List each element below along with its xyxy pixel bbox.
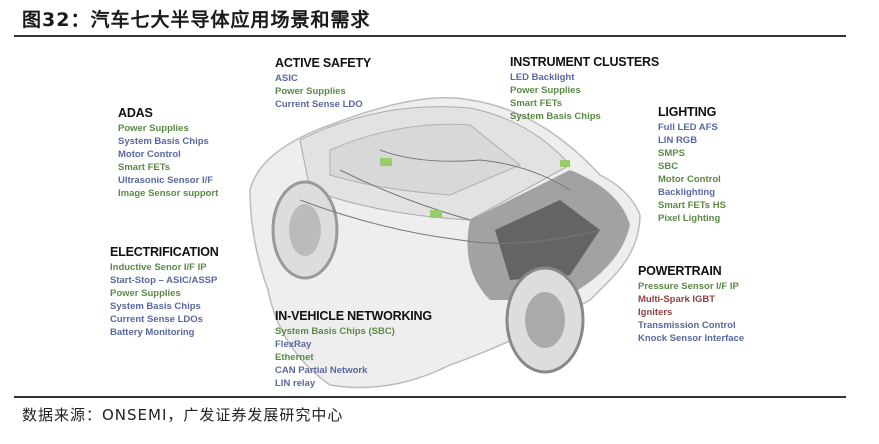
- figure-title: 图32：汽车七大半导体应用场景和需求: [22, 9, 371, 31]
- group-item: ASIC: [275, 73, 298, 84]
- source-note: 数据来源：ONSEMI，广发证券发展研究中心: [22, 406, 344, 424]
- group-item: Start-Stop – ASIC/ASSP: [110, 275, 218, 286]
- wheels: [271, 180, 585, 374]
- group-item: System Basis Chips: [110, 301, 201, 312]
- group-item: Backlighting: [658, 187, 716, 198]
- group-item: Power Supplies: [118, 123, 189, 134]
- group-item: Smart FETs: [510, 98, 563, 109]
- group-item: Full LED AFS: [658, 122, 718, 133]
- group-title: ADAS: [118, 106, 153, 120]
- group-item: Battery Monitoring: [110, 327, 195, 338]
- group-item: System Basis Chips (SBC): [275, 326, 395, 337]
- group-in-vehicle-networking: IN-VEHICLE NETWORKING System Basis Chips …: [275, 309, 432, 390]
- group-item: LIN RGB: [658, 135, 698, 146]
- group-item: Smart FETs HS: [658, 200, 726, 211]
- group-item: Power Supplies: [110, 288, 181, 299]
- group-item: Ultrasonic Sensor I/F: [118, 175, 214, 186]
- module-marker: [430, 210, 442, 218]
- group-item: Transmission Control: [638, 320, 736, 331]
- group-item: Motor Control: [118, 149, 181, 160]
- group-item: FlexRay: [275, 339, 312, 350]
- group-title: ACTIVE SAFETY: [275, 56, 372, 70]
- wiring-harness: [299, 149, 601, 244]
- group-item: Current Sense LDO: [275, 99, 363, 110]
- group-title: IN-VEHICLE NETWORKING: [275, 309, 432, 323]
- group-item: Power Supplies: [510, 85, 581, 96]
- group-lighting: LIGHTING Full LED AFS LIN RGB SMPS SBC Motor …: [658, 105, 726, 225]
- group-electrification: ELECTRIFICATION Inductive Senor I/F IP Sta…: [110, 245, 219, 339]
- group-item: System Basis Chips: [510, 111, 601, 122]
- group-item: Ethernet: [275, 352, 314, 363]
- group-item: Smart FETs: [118, 162, 171, 173]
- group-item: Inductive Senor I/F IP: [110, 262, 207, 273]
- group-title: LIGHTING: [658, 105, 717, 119]
- group-item: Igniters: [638, 307, 673, 318]
- module-marker: [380, 158, 392, 166]
- footer-divider: [14, 396, 846, 398]
- group-item: Multi-Spark IGBT: [638, 294, 716, 305]
- group-item: Current Sense LDOs: [110, 314, 203, 325]
- group-powertrain: POWERTRAIN Pressure Sensor I/F IP Multi-Sp…: [638, 264, 744, 345]
- group-item: CAN Partial Network: [275, 365, 368, 376]
- module-marker: [560, 160, 570, 167]
- group-item: SBC: [658, 161, 679, 172]
- group-item: Image Sensor support: [118, 188, 219, 199]
- group-item: Pixel Lighting: [658, 213, 721, 224]
- title-divider: [14, 35, 846, 37]
- group-item: LED Backlight: [510, 72, 575, 83]
- group-title: INSTRUMENT CLUSTERS: [510, 55, 659, 69]
- group-item: Pressure Sensor I/F IP: [638, 281, 739, 292]
- group-item: LIN relay: [275, 378, 316, 389]
- group-title: ELECTRIFICATION: [110, 245, 219, 259]
- group-item: Motor Control: [658, 174, 721, 185]
- group-item: System Basis Chips: [118, 136, 209, 147]
- group-item: Power Supplies: [275, 86, 346, 97]
- group-item: SMPS: [658, 148, 685, 159]
- group-item: Knock Sensor Interface: [638, 333, 745, 344]
- group-title: POWERTRAIN: [638, 264, 722, 278]
